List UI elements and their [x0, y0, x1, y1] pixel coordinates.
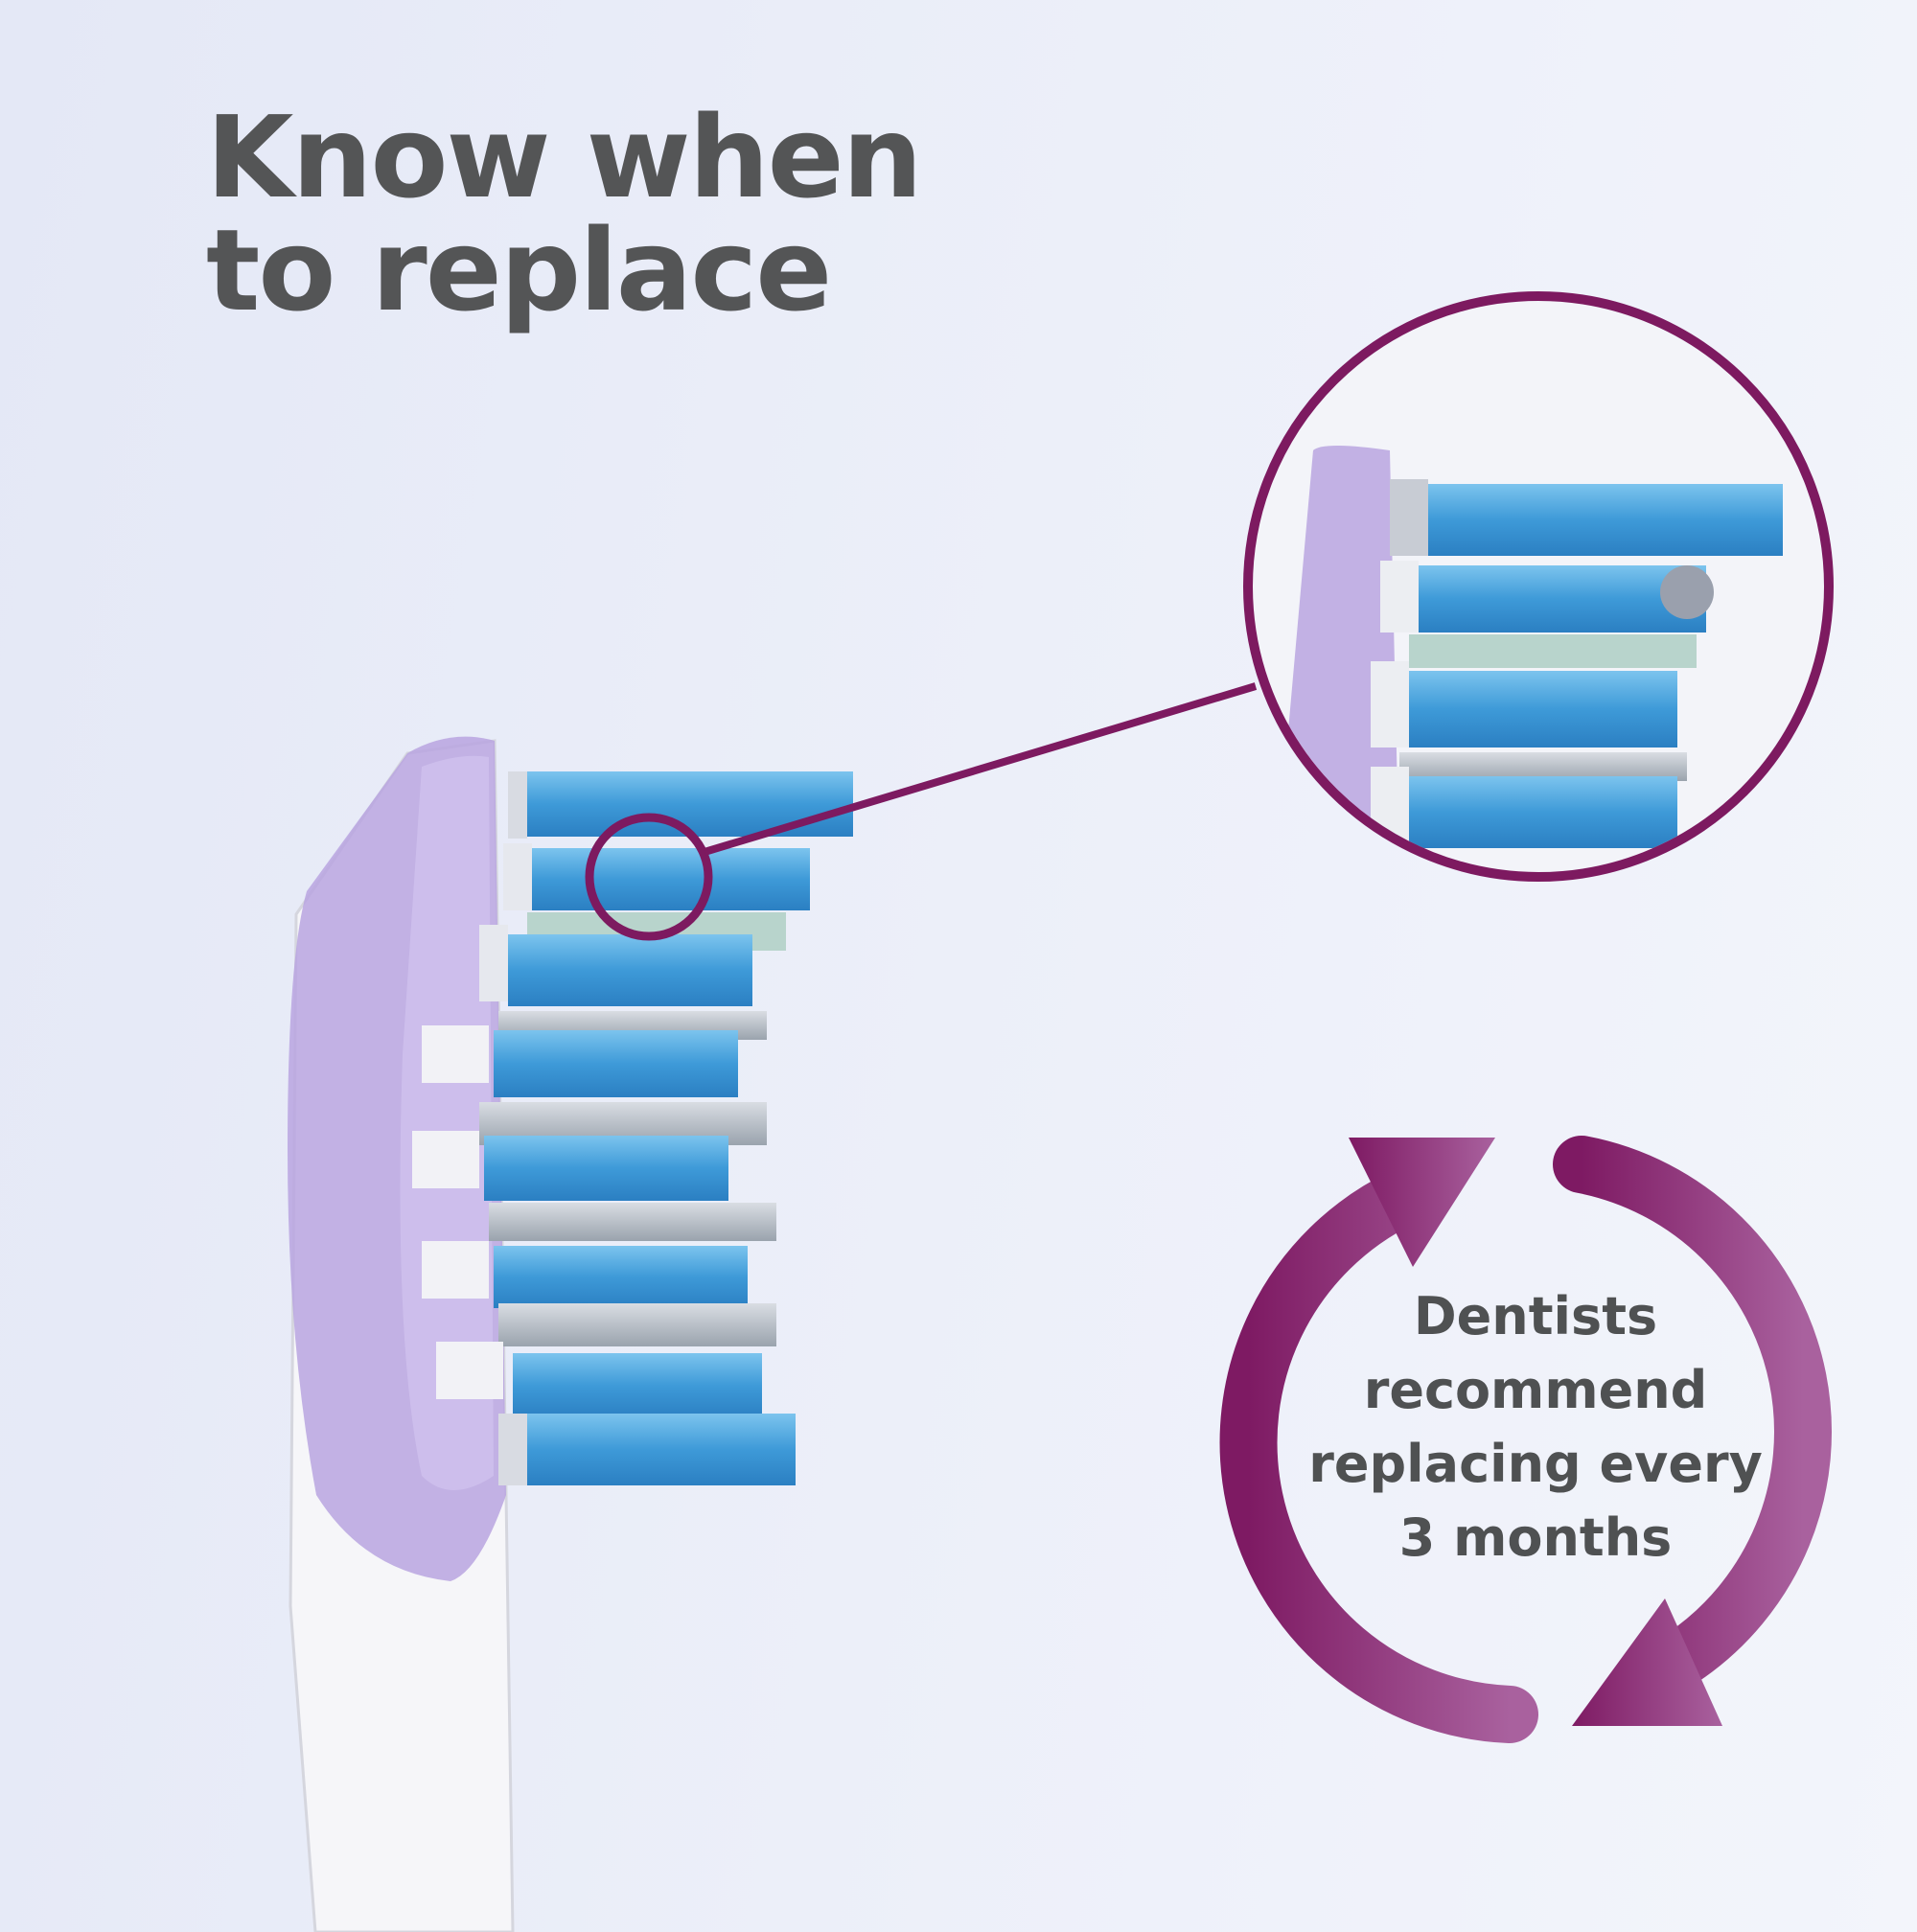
zoom-connector-line — [703, 682, 1258, 856]
recommendation-line-4: 3 months — [1398, 1507, 1673, 1568]
recommendation-line-1: Dentists — [1413, 1286, 1658, 1346]
cycle-arrowhead-up — [1349, 1138, 1495, 1267]
recommendation-line-2: recommend — [1363, 1360, 1708, 1420]
cycle-arrowhead-down — [1572, 1598, 1722, 1726]
magnified-bristles — [1253, 301, 1824, 872]
headline-line-1: Know when — [206, 91, 923, 223]
headline-line-2: to replace — [206, 204, 832, 336]
cycle-arrow-left — [1219, 1169, 1538, 1743]
replacement-cycle-icon — [1219, 1136, 1832, 1743]
bristle-tufts — [412, 771, 853, 1485]
cycle-arrow-right — [1553, 1136, 1832, 1687]
replacement-recommendation: Dentists recommend replacing every 3 mon… — [1296, 1279, 1775, 1575]
recommendation-line-3: replacing every — [1308, 1434, 1763, 1494]
toothbrush-head — [288, 736, 853, 1932]
zoom-marker-circle — [585, 813, 713, 941]
headline: Know when to replace — [206, 91, 923, 336]
magnifier-circle — [1243, 291, 1834, 882]
